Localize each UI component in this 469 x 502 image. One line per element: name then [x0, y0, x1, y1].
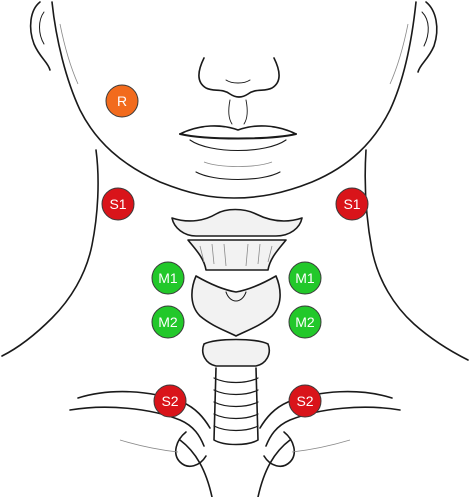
marker-label-s2-right: S2	[296, 393, 313, 409]
marker-s2-right: S2	[289, 385, 321, 417]
marker-label-s2-left: S2	[161, 393, 178, 409]
marker-m1-left: M1	[152, 262, 184, 294]
marker-label-s1-left: S1	[109, 196, 126, 212]
nose-tip	[226, 80, 250, 83]
sternum	[180, 440, 290, 497]
right-clavicle-bottom	[266, 407, 400, 446]
trachea-rings	[214, 378, 258, 431]
cricoid-cartilage	[203, 340, 270, 367]
marker-label-m2-left: M2	[158, 314, 178, 330]
nose	[199, 58, 279, 97]
right-neck-line	[365, 150, 468, 360]
marker-label-s1-right: S1	[343, 196, 360, 212]
right-ear-inner	[422, 12, 428, 46]
marker-s1-right: S1	[336, 188, 368, 220]
mouth-line	[180, 134, 296, 139]
marker-m2-right: M2	[289, 306, 321, 338]
marker-s2-left: S2	[154, 385, 186, 417]
thyroid-cartilage	[192, 276, 280, 336]
marker-label-m1-left: M1	[158, 270, 178, 286]
marker-s1-left: S1	[102, 188, 134, 220]
marker-m1-right: M1	[289, 262, 321, 294]
left-ear-inner	[40, 12, 45, 44]
hyoid-bone	[172, 210, 302, 237]
philtrum	[229, 100, 248, 124]
left-neck-line	[2, 150, 98, 356]
marker-label-r: R	[117, 93, 127, 109]
chin	[196, 172, 280, 180]
upper-lip	[180, 126, 296, 134]
left-clavicle-bottom	[70, 407, 204, 446]
thyrohyoid-membrane	[188, 240, 286, 270]
lower-lip	[190, 140, 286, 151]
marker-label-m2-right: M2	[295, 314, 315, 330]
marker-label-m1-right: M1	[295, 270, 315, 286]
marker-m2-left: M2	[152, 306, 184, 338]
marker-r: R	[106, 85, 138, 117]
